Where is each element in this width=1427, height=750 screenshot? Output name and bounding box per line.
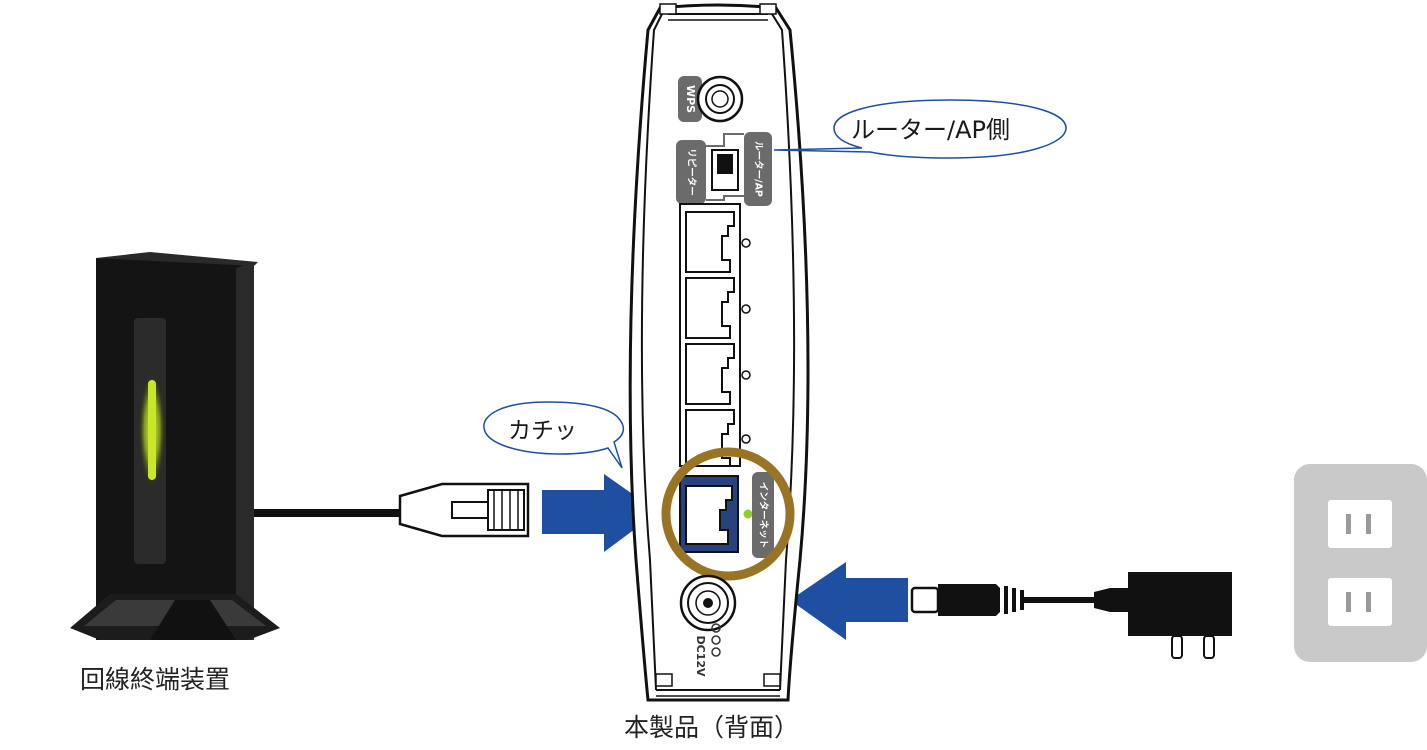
ethernet-cable — [254, 482, 530, 538]
insert-arrow-lan — [542, 474, 658, 552]
router-ap-label: ルーター/AP — [753, 141, 765, 197]
lan-port — [685, 277, 751, 339]
dc-label: DC12V — [694, 635, 707, 677]
polarity-icon — [711, 623, 721, 657]
highlight-ring — [661, 447, 795, 581]
insert-arrow-power — [790, 562, 908, 640]
router-back-panel: WPS リピーター ルーター/AP — [628, 3, 810, 702]
onu-label: 回線終端装置 — [80, 665, 231, 694]
lan-port — [685, 211, 751, 273]
internet-label: インターネット — [758, 482, 770, 549]
lan-port — [685, 343, 751, 405]
mode-bubble-text: ルーター/AP側 — [851, 116, 1010, 144]
router-label: 本製品（背面） — [624, 713, 800, 742]
wall-outlet — [1294, 464, 1427, 662]
repeater-label: リピーター — [686, 148, 698, 196]
wps-label: WPS — [684, 85, 697, 113]
onu-device — [70, 252, 280, 640]
internet-led — [743, 509, 753, 519]
click-bubble-text: カチッ — [508, 418, 577, 444]
click-bubble — [483, 401, 625, 469]
mode-bubble — [773, 99, 1067, 159]
ac-adapter — [910, 572, 1232, 659]
